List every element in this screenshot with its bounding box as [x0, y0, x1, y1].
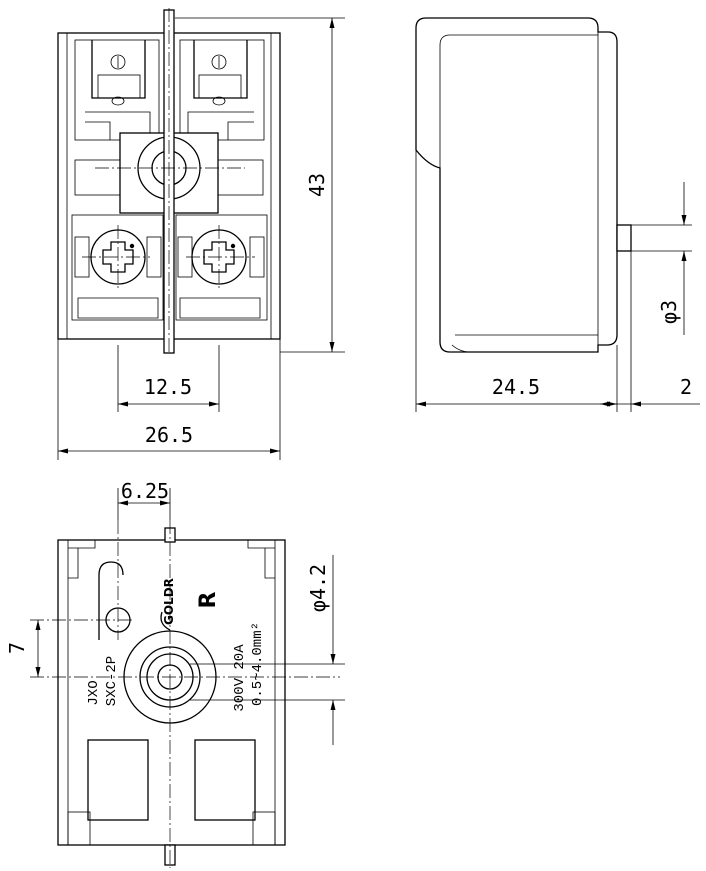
dim-hole-spacing-label: 7	[5, 642, 29, 654]
side-pushbutton	[616, 224, 632, 252]
model-line1: JXO	[86, 680, 102, 705]
brand-logo: GOLDR	[162, 578, 176, 625]
window-right	[194, 739, 256, 821]
cert-mark-icon: R	[196, 591, 221, 608]
side-body-outline	[415, 17, 618, 353]
dim-terminal-pitch-label: 12.5	[144, 375, 192, 399]
dim-height: 43	[175, 17, 345, 353]
brand-swoosh-icon	[160, 611, 171, 631]
dim-hole-spacing: 7	[5, 620, 41, 677]
dim-width-total-label: 26.5	[145, 423, 193, 447]
dim-depth: 24.5	[415, 150, 618, 412]
dim-width-total: 26.5	[57, 339, 281, 460]
lower-terminal-left-frame	[71, 214, 164, 321]
upper-terminal-right	[179, 39, 265, 141]
window-left	[87, 739, 149, 821]
bottom-view: GOLDR R JXO SXC-2P 300V 20A 0.5~4.0mm²	[30, 520, 340, 868]
upper-terminal-left	[74, 39, 160, 141]
dim-button-diameter-label: φ3	[657, 300, 681, 324]
dim-button-diameter: φ3	[631, 182, 692, 335]
dim-hole-offset-label: 6.25	[121, 479, 169, 503]
dim-terminal-pitch: 12.5	[117, 345, 220, 412]
dim-hole-diameter: φ4.2	[190, 555, 345, 745]
model-line2: SXC-2P	[104, 656, 120, 706]
rating-line1: 300V 20A	[232, 644, 248, 712]
dim-button-travel: 2	[600, 251, 700, 412]
dim-depth-label: 24.5	[492, 375, 540, 399]
svg-text:R: R	[196, 591, 221, 608]
dim-button-travel-label: 2	[680, 375, 692, 399]
dim-height-label: 43	[305, 173, 329, 197]
dim-hole-offset: 6.25	[117, 479, 171, 520]
dim-hole-diameter-label: φ4.2	[306, 564, 330, 612]
svg-text:GOLDR: GOLDR	[162, 578, 176, 625]
lower-terminal-right-frame	[175, 214, 268, 321]
mounting-slot	[98, 561, 124, 640]
side-view	[415, 17, 632, 353]
front-view	[57, 8, 281, 355]
